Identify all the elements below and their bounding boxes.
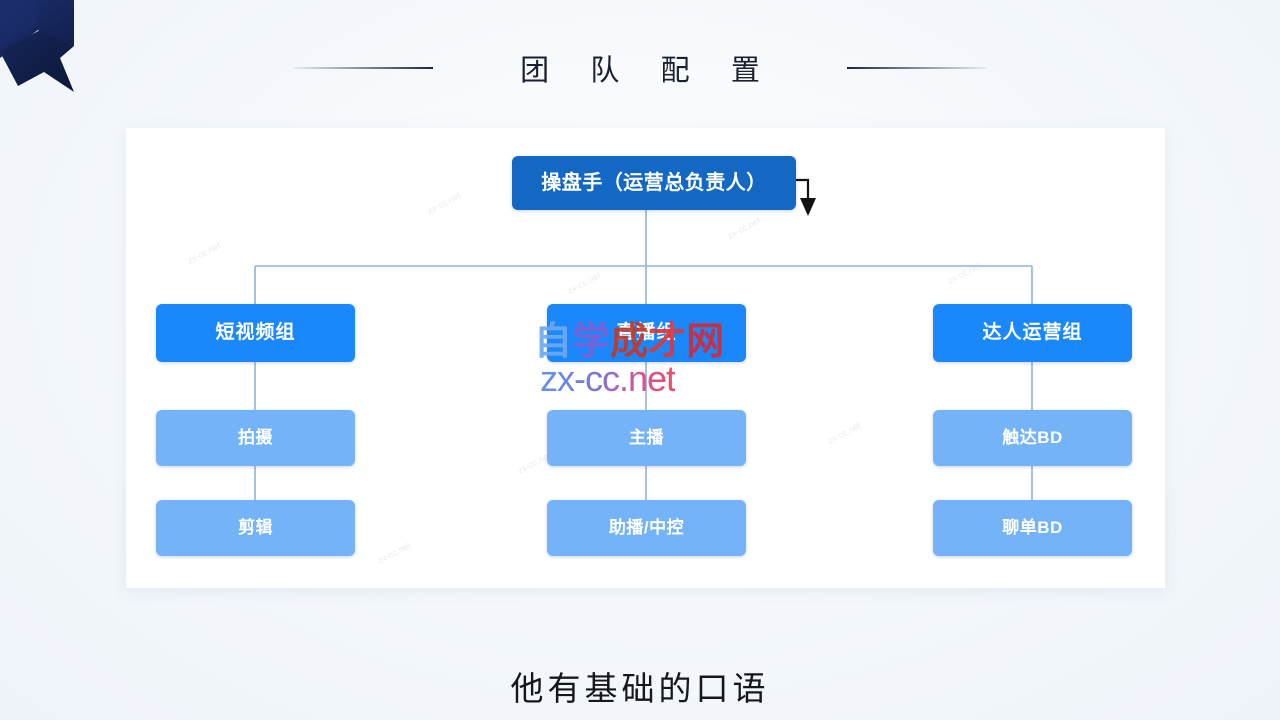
org-node-label: 助播/中控 [608, 517, 685, 537]
org-node-root[interactable]: 操盘手（运营总负责人） [512, 156, 796, 210]
org-chart: 操盘手（运营总负责人） 短视频组 拍摄 剪辑 直播组 主播 助播/中控 达人运营… [126, 128, 1165, 588]
title-rule-right [846, 67, 987, 69]
org-node-leaf-host[interactable]: 主播 [547, 410, 746, 466]
org-node-label: 主播 [629, 427, 664, 447]
title-rule-left [293, 67, 434, 69]
org-node-label: 拍摄 [238, 427, 273, 447]
content-card: zx-cc.net zx-cc.net zx-cc.net zx-cc.net … [126, 128, 1165, 588]
org-node-label: 剪辑 [238, 517, 273, 537]
org-node-label: 短视频组 [215, 321, 296, 343]
org-node-label: 操盘手（运营总负责人） [541, 172, 767, 194]
org-node-group-live-stream[interactable]: 直播组 [547, 304, 746, 362]
slide-title-row: 团 队 配 置 [0, 44, 1280, 92]
org-node-group-short-video[interactable]: 短视频组 [156, 304, 355, 362]
down-arrow-icon [800, 198, 816, 216]
org-node-leaf-outreach-bd[interactable]: 触达BD [933, 410, 1132, 466]
org-node-leaf-cohost-control[interactable]: 助播/中控 [547, 500, 746, 556]
org-node-label: 触达BD [1002, 427, 1063, 447]
org-node-label: 达人运营组 [982, 321, 1083, 343]
org-node-group-influencer-ops[interactable]: 达人运营组 [933, 304, 1132, 362]
org-node-leaf-editing[interactable]: 剪辑 [156, 500, 355, 556]
page-title: 团 队 配 置 [520, 55, 777, 87]
org-node-label: 直播组 [616, 321, 677, 343]
slide-subtitle: 他有基础的口语 [510, 672, 770, 708]
org-node-leaf-chat-bd[interactable]: 聊单BD [933, 500, 1132, 556]
org-node-leaf-shooting[interactable]: 拍摄 [156, 410, 355, 466]
org-node-label: 聊单BD [1002, 517, 1063, 537]
